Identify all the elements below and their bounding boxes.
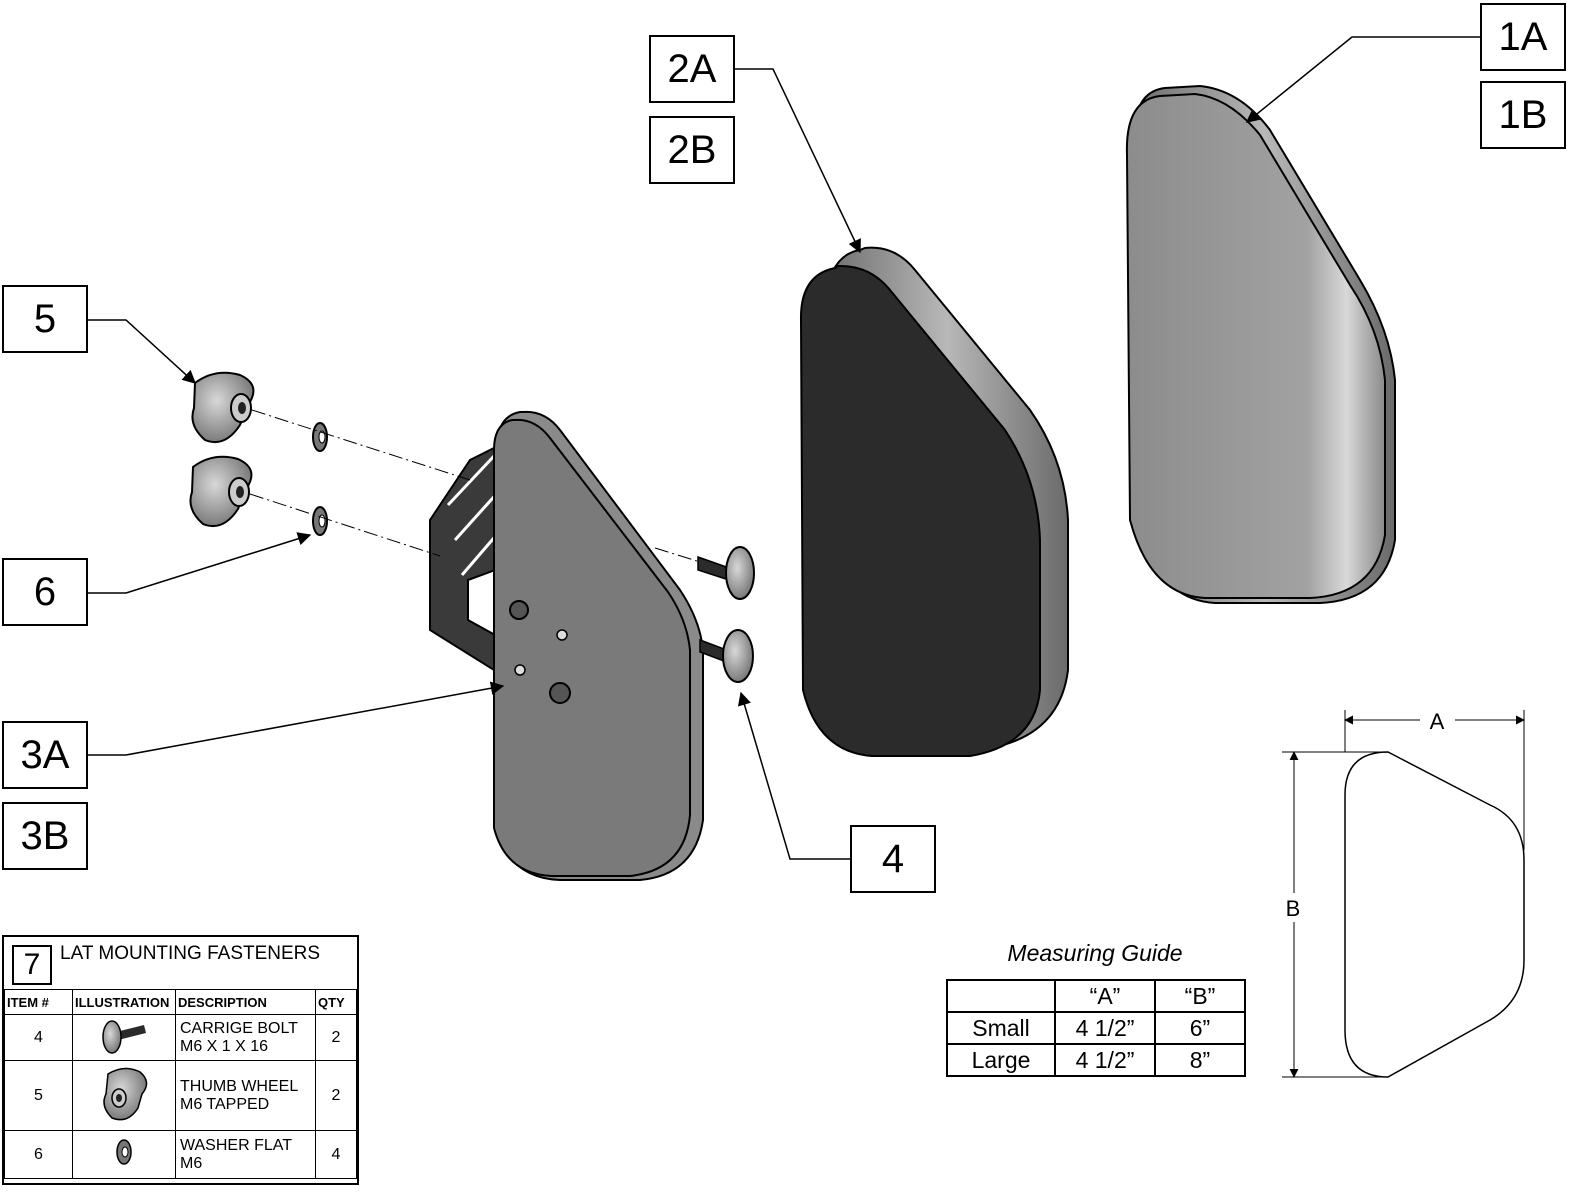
carriage-bolt-icon — [697, 546, 755, 683]
description-line: M6 X 1 X 16 — [180, 1037, 269, 1055]
item-number: 4 — [4, 1014, 73, 1061]
fastener-grid: ITEM # ILLUSTRATION DESCRIPTION QTY 4 CA… — [4, 989, 357, 1179]
thumb-wheel-icon — [189, 371, 255, 528]
header-item: ITEM # — [4, 989, 73, 1015]
dimension-a-label: A — [1430, 709, 1445, 734]
carriage-bolt-icon — [102, 1020, 146, 1054]
dimension-outline: A B — [1282, 709, 1525, 1078]
fastener-table: 7 LAT MOUNTING FASTENERS ITEM # ILLUSTRA… — [2, 935, 359, 1185]
fastener-table-title: LAT MOUNTING FASTENERS — [60, 943, 321, 964]
leader-lines — [88, 36, 1480, 860]
callout-3a: 3A — [2, 721, 88, 789]
description-line: M6 — [180, 1154, 203, 1172]
quantity: 2 — [315, 1060, 357, 1131]
dimension-b-label: B — [1286, 896, 1301, 921]
description-line: M6 TAPPED — [180, 1095, 270, 1113]
size-a-value: 4 1/2” — [1054, 1043, 1156, 1077]
description-line: CARRIGE BOLT — [180, 1019, 298, 1037]
size-name: Large — [946, 1043, 1056, 1077]
table-row: Large 4 1/2” 8” — [946, 1043, 1246, 1077]
washer-icon — [116, 1139, 132, 1165]
item-number: 6 — [4, 1130, 73, 1179]
lateral-cover-part — [1125, 84, 1396, 604]
description-line: WASHER FLAT — [180, 1136, 293, 1154]
foam-pad-part — [799, 246, 1069, 757]
callout-3b: 3B — [2, 802, 88, 870]
measuring-guide-title: Measuring Guide — [1007, 940, 1183, 966]
size-a-value: 4 1/2” — [1054, 1011, 1156, 1045]
callout-2b: 2B — [649, 116, 735, 184]
table-row: 6 WASHER FLAT M6 4 — [4, 1130, 357, 1179]
fastener-table-number: 7 — [12, 945, 52, 985]
thumb-wheel-icon — [103, 1067, 148, 1121]
table-row: 5 THUMB WHEEL M6 TAPPED 2 — [4, 1060, 357, 1131]
size-b-value: 8” — [1154, 1043, 1246, 1077]
column-b-header: “B” — [1154, 979, 1246, 1013]
callout-6: 6 — [2, 558, 88, 626]
table-row: Small 4 1/2” 6” — [946, 1011, 1246, 1045]
quantity: 4 — [315, 1130, 357, 1179]
callout-1a: 1A — [1480, 3, 1566, 71]
callout-5: 5 — [2, 285, 88, 353]
header-qty: QTY — [315, 989, 357, 1015]
callout-2a: 2A — [649, 35, 735, 103]
description-line: THUMB WHEEL — [180, 1077, 299, 1095]
measuring-guide-table: “A” “B” Small 4 1/2” 6” Large 4 1/2” 8” — [946, 979, 1246, 1077]
header-illustration: ILLUSTRATION — [72, 989, 176, 1015]
callout-4: 4 — [850, 825, 936, 893]
size-name: Small — [946, 1011, 1056, 1045]
mounting-plate-part — [429, 410, 704, 881]
size-b-value: 6” — [1154, 1011, 1246, 1045]
column-a-header: “A” — [1054, 979, 1156, 1013]
quantity: 2 — [315, 1014, 357, 1061]
header-description: DESCRIPTION — [175, 989, 316, 1015]
assembly-axis-lines — [249, 409, 701, 563]
table-row: 4 CARRIGE BOLT M6 X 1 X 16 2 — [4, 1014, 357, 1061]
washer-icon — [312, 422, 328, 536]
item-number: 5 — [4, 1060, 73, 1131]
callout-1b: 1B — [1480, 81, 1566, 149]
